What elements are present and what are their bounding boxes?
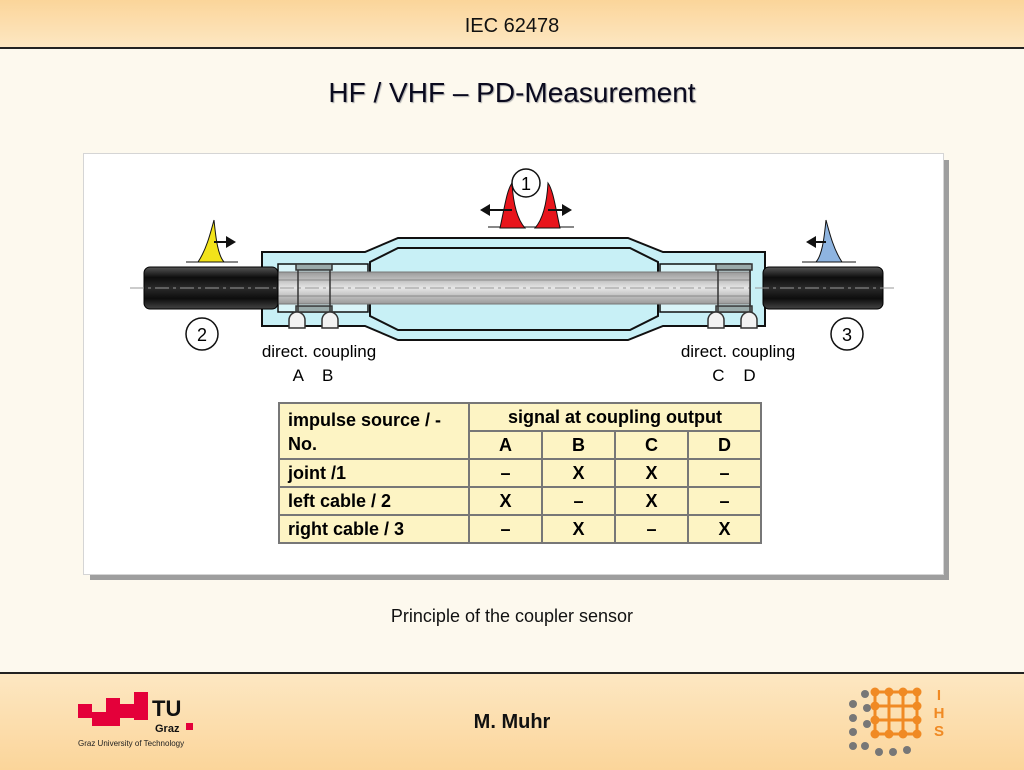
table-cell: X xyxy=(687,514,762,544)
ihs-logo: I H S xyxy=(849,687,945,756)
tu-graz-logo: TU Graz xyxy=(78,692,193,735)
svg-text:S: S xyxy=(934,723,944,740)
table-cell: – xyxy=(687,486,762,516)
svg-text:TU: TU xyxy=(152,696,181,721)
row-label: left cable / 2 xyxy=(278,486,470,516)
table-cell: X xyxy=(541,514,616,544)
table-cell: X xyxy=(541,458,616,488)
table-row-header: impulse source / - No. xyxy=(278,402,470,460)
header-bar: IEC 62478 xyxy=(0,0,1024,49)
table-cell: – xyxy=(541,486,616,516)
svg-text:Graz: Graz xyxy=(155,723,180,735)
table-cell: – xyxy=(468,458,543,488)
table-group-header: signal at coupling output xyxy=(468,402,762,432)
table-row: joint /1 – X X – xyxy=(278,458,762,488)
table-row: left cable / 2 X – X – xyxy=(278,486,762,516)
table-col-header: B xyxy=(541,430,616,460)
table-col-header: C xyxy=(614,430,689,460)
table-cell: – xyxy=(468,514,543,544)
header-title: IEC 62478 xyxy=(464,15,560,37)
signal-table: impulse source / - No. signal at couplin… xyxy=(278,402,762,544)
table-cell: X xyxy=(614,486,689,516)
row-label: right cable / 3 xyxy=(278,514,470,544)
row-label: joint /1 xyxy=(278,458,470,488)
author-name: M. Muhr xyxy=(473,711,551,733)
table-cell: – xyxy=(687,458,762,488)
svg-text:H: H xyxy=(934,705,945,722)
table-col-header: A xyxy=(468,430,543,460)
table-cell: X xyxy=(614,458,689,488)
table-row: right cable / 3 – X – X xyxy=(278,514,762,544)
svg-text:I: I xyxy=(937,687,941,704)
table-col-header: D xyxy=(687,430,762,460)
slide-title: HF / VHF – PD-Measurement xyxy=(328,77,696,108)
table-cell: – xyxy=(614,514,689,544)
tu-graz-subtitle: Graz University of Technology xyxy=(78,739,185,748)
figure-caption: Principle of the coupler sensor xyxy=(390,606,634,626)
table-cell: X xyxy=(468,486,543,516)
